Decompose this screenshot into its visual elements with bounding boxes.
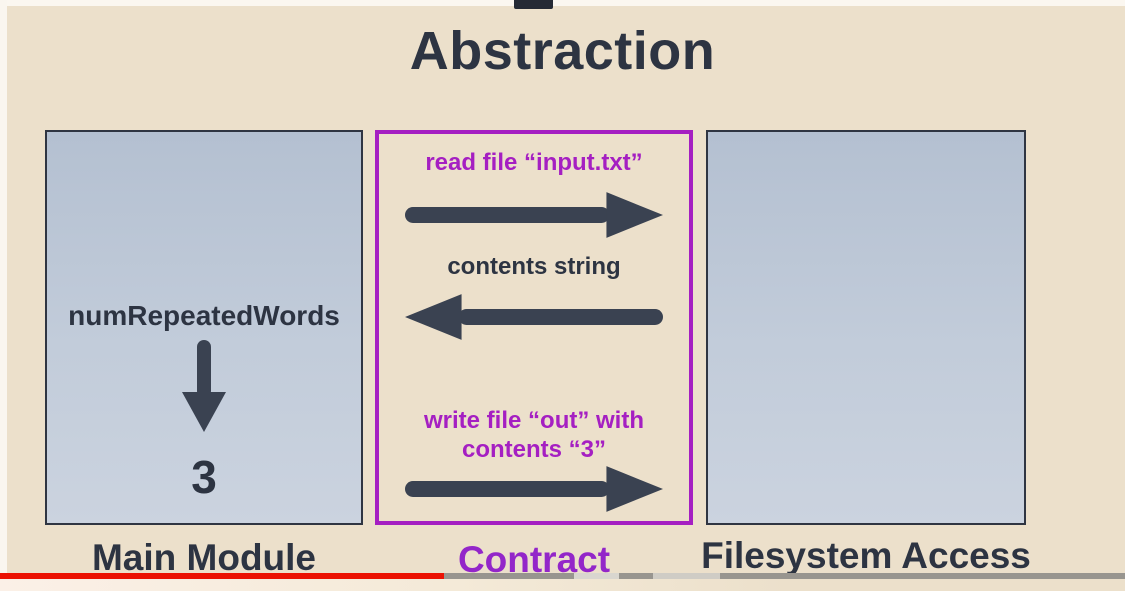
main-module-box: numRepeatedWords 3 — [45, 130, 363, 525]
contract-message-text: contents string — [447, 253, 621, 280]
arrow-down-icon — [182, 340, 226, 432]
result-value: 3 — [191, 451, 217, 503]
page-title: Abstraction — [409, 21, 716, 81]
arrow-right-icon — [405, 192, 663, 238]
progress-buffered — [652, 573, 720, 579]
top-center-notch — [514, 0, 553, 9]
contract-message-text: write file “out” with contents “3” — [424, 407, 644, 463]
progress-buffered — [573, 573, 619, 579]
arrow-left-icon — [405, 294, 663, 340]
contract-label: Contract — [457, 539, 611, 580]
video-progress-bar[interactable] — [0, 573, 1125, 579]
progress-played — [0, 573, 445, 579]
top-edge-strip — [0, 0, 1125, 6]
player-controls-strip — [0, 579, 1125, 591]
variable-label: numRepeatedWords — [68, 300, 340, 331]
left-edge-strip — [0, 0, 7, 573]
arrow-right-icon — [405, 466, 663, 512]
contract-box: read file “input.txt” contents string wr… — [375, 130, 693, 525]
contract-message-text: read file “input.txt” — [425, 149, 643, 176]
filesystem-module-box — [706, 130, 1026, 525]
main-module-label: Main Module — [91, 537, 317, 578]
